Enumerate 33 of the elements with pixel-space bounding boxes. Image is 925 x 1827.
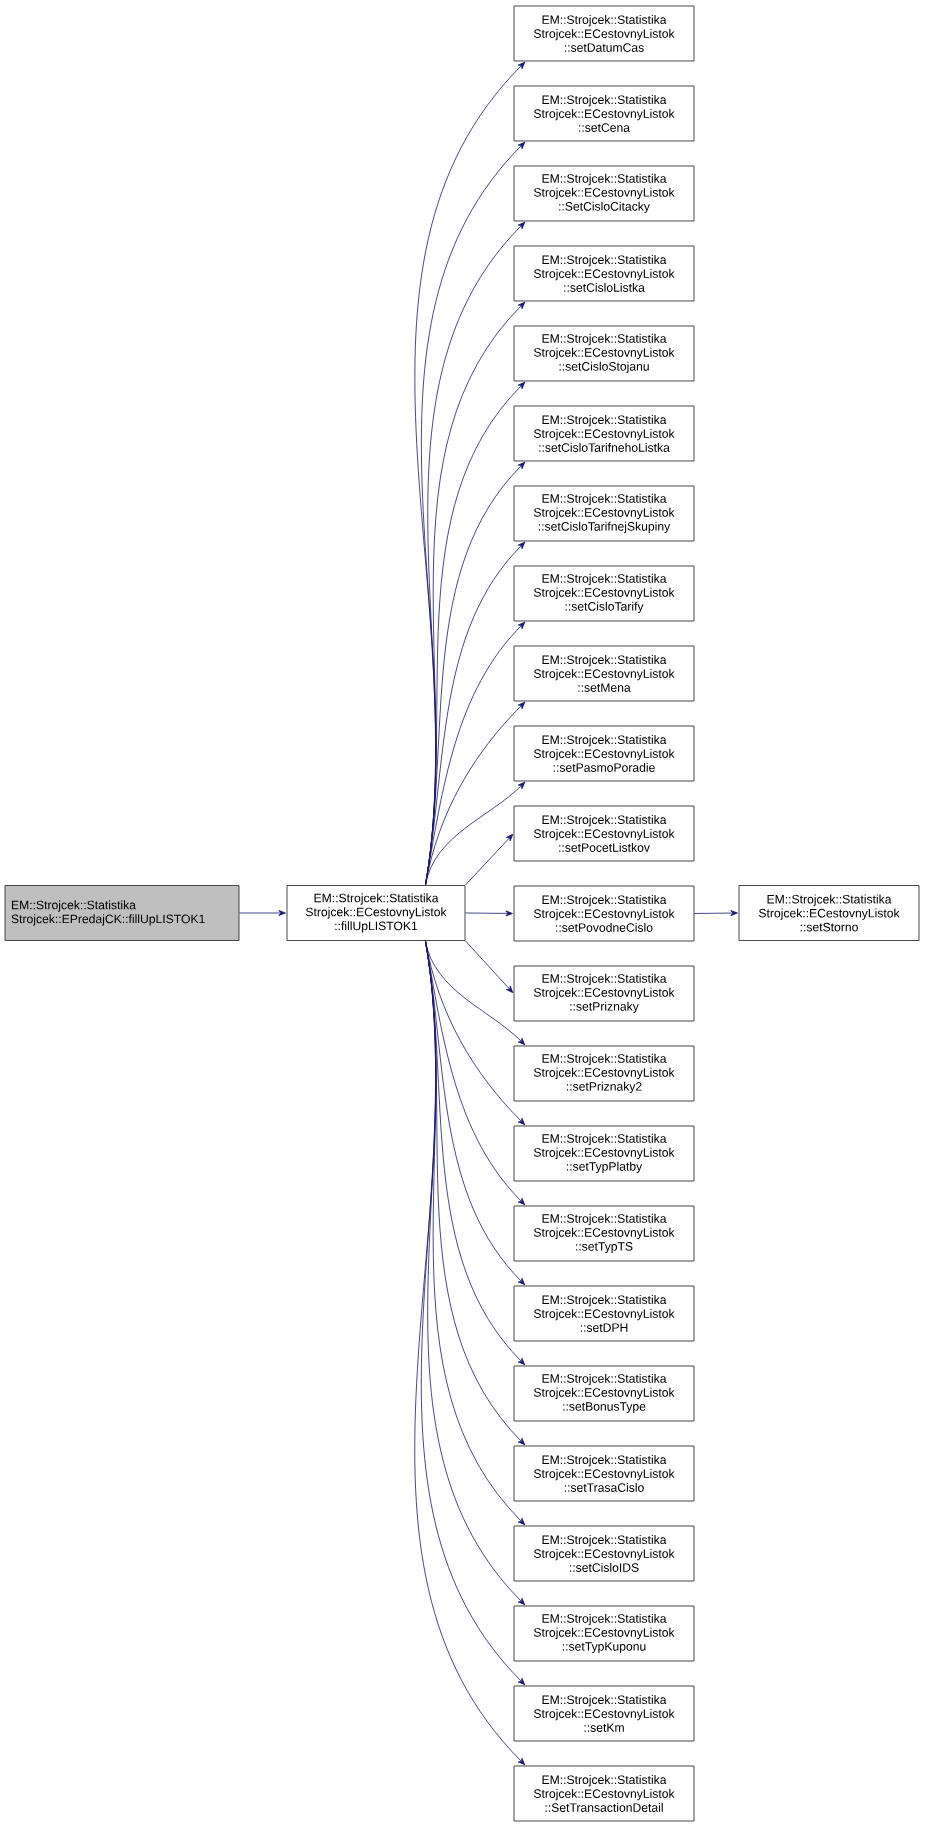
function-box: EM::Strojcek::Statistika Strojcek::ECestovnyListok ::setCisloListka [513, 245, 695, 302]
function-box: EM::Strojcek::Statistika Strojcek::ECestovnyListok ::setCisloTarify [513, 565, 695, 622]
function-box: EM::Strojcek::Statistika Strojcek::ECestovnyListok ::setTypKuponu [513, 1605, 695, 1662]
arrow [239, 910, 286, 916]
arrow [465, 833, 514, 886]
function-box: EM::Strojcek::Statistika Strojcek::ECestovnyListok ::setDPH [513, 1285, 695, 1342]
function-box: EM::Strojcek::Statistika Strojcek::ECestovnyListok ::setTrasaCislo [513, 1445, 695, 1502]
function-box: EM::Strojcek::Statistika Strojcek::ECestovnyListok ::setCisloStojanu [513, 325, 695, 382]
arrow [465, 940, 514, 994]
function-box: EM::Strojcek::Statistika Strojcek::ECestovnyListok ::setCena [513, 85, 695, 142]
function-box: EM::Strojcek::Statistika Strojcek::ECestovnyListok ::setTypPlatby [513, 1125, 695, 1182]
arrow [425, 781, 526, 886]
function-box: EM::Strojcek::Statistika Strojcek::ECestovnyListok ::setCisloTarifnehoListka [513, 405, 695, 462]
function-box: EM::Strojcek::Statistika Strojcek::ECestovnyListok ::setMena [513, 645, 695, 702]
function-box: EM::Strojcek::Statistika Strojcek::ECestovnyListok ::setPriznaky [513, 965, 695, 1022]
function-box: EM::Strojcek::Statistika Strojcek::ECestovnyListok ::setPasmoPoradie [513, 725, 695, 782]
function-box: EM::Strojcek::Statistika Strojcek::ECestovnyListok ::SetCisloCitacky [513, 165, 695, 222]
function-box: EM::Strojcek::Statistika Strojcek::ECestovnyListok ::setKm [513, 1685, 695, 1742]
function-box: EM::Strojcek::Statistika Strojcek::EPredajCK::fillUpLISTOK1 [4, 885, 240, 941]
function-box: EM::Strojcek::Statistika Strojcek::ECestovnyListok ::setStorno [738, 885, 920, 941]
arrow [694, 910, 738, 917]
function-box: EM::Strojcek::Statistika Strojcek::ECestovnyListok ::setCisloIDS [513, 1525, 695, 1582]
function-box: EM::Strojcek::Statistika Strojcek::ECestovnyListok ::setTypTS [513, 1205, 695, 1262]
function-box: EM::Strojcek::Statistika Strojcek::ECestovnyListok ::setCisloTarifnejSkupiny [513, 485, 695, 542]
function-box: EM::Strojcek::Statistika Strojcek::ECestovnyListok ::fillUpLISTOK1 [286, 885, 466, 941]
arrow [414, 940, 526, 1766]
function-box: EM::Strojcek::Statistika Strojcek::ECestovnyListok ::setDatumCas [513, 5, 695, 62]
function-box: EM::Strojcek::Statistika Strojcek::ECestovnyListok ::SetTransactionDetail [513, 1765, 695, 1822]
function-box: EM::Strojcek::Statistika Strojcek::ECestovnyListok ::setPriznaky2 [513, 1045, 695, 1102]
function-box: EM::Strojcek::Statistika Strojcek::ECestovnyListok ::setBonusType [513, 1365, 695, 1422]
arrow [465, 910, 513, 917]
function-box: EM::Strojcek::Statistika Strojcek::ECestovnyListok ::setPocetListkov [513, 805, 695, 862]
function-box: EM::Strojcek::Statistika Strojcek::ECestovnyListok ::setPovodneCislo [513, 885, 695, 942]
